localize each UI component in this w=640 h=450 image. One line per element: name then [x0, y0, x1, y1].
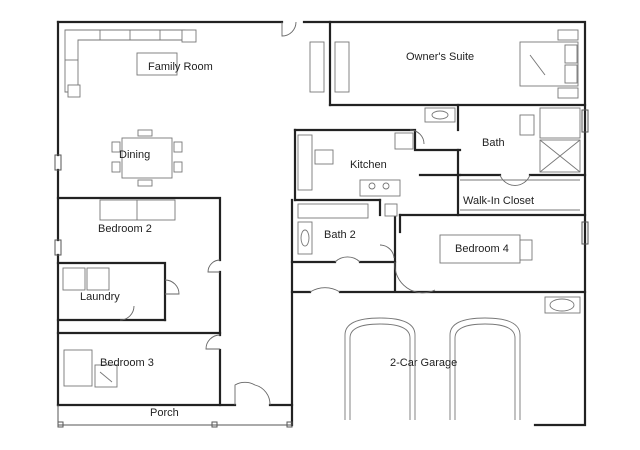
family-room-furniture [64, 29, 197, 98]
bath-2-fixtures [297, 203, 398, 255]
label-dining: Dining [119, 149, 150, 161]
label-garage: 2-Car Garage [390, 357, 457, 369]
walk-in-closet-shelves [460, 179, 580, 211]
windows [54, 109, 589, 256]
label-bath: Bath [482, 137, 505, 149]
label-porch: Porch [150, 407, 179, 419]
label-bedroom-3: Bedroom 3 [100, 357, 154, 369]
laundry-fixtures [62, 267, 110, 291]
label-walk-in-closet: Walk-In Closet [463, 195, 534, 207]
bedroom-4-furniture [439, 234, 533, 264]
label-owners-suite: Owner's Suite [406, 51, 474, 63]
label-bath-2: Bath 2 [324, 229, 356, 241]
label-family-room: Family Room [148, 61, 213, 73]
kitchen-fixtures [297, 132, 414, 197]
exterior-walls [56, 20, 587, 427]
owners-suite-furniture [309, 29, 579, 99]
label-kitchen: Kitchen [350, 159, 387, 171]
garage-cars [344, 296, 581, 420]
dining-table [111, 129, 183, 187]
porch-outline [57, 405, 293, 428]
label-laundry: Laundry [80, 291, 120, 303]
owners-bath-fixtures [424, 107, 581, 173]
room-labels: Family Room Owner's Suite Dining Kitchen… [80, 51, 534, 419]
bedroom-3-furniture [63, 349, 118, 388]
doors [119, 21, 531, 406]
interior-walls [56, 103, 587, 427]
bedroom-2-furniture [99, 199, 176, 221]
label-bedroom-4: Bedroom 4 [455, 243, 509, 255]
label-bedroom-2: Bedroom 2 [98, 223, 152, 235]
